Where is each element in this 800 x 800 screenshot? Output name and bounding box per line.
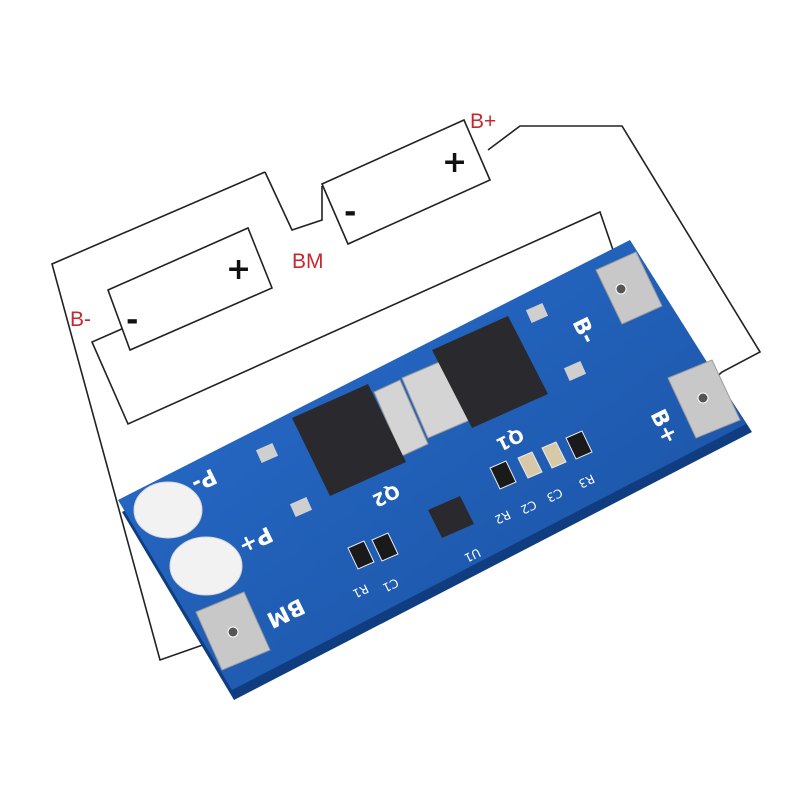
silk-u1: U1 [462,545,483,565]
silk-r1: R1 [350,581,371,601]
ic-u1 [428,496,474,538]
p-plus-pad [169,536,243,596]
label-bm: BM [292,250,324,273]
b-plus-pad [667,359,741,439]
wire-b-minus [90,210,625,426]
wire-bm [51,171,323,662]
pcb-board: P- P+ BM B- B+ Q1 Q2 U1 C1 R1 R2 C2 C3 R… [118,240,752,700]
mosfet-q1 [401,302,587,439]
b-minus-pad [595,251,663,325]
battery-cell-2-minus: - [344,195,356,230]
silk-c1: C1 [380,575,401,595]
label-b-minus: B- [70,308,91,331]
silk-r3: R3 [576,471,597,491]
silk-c2: C2 [518,497,539,517]
battery-cell-1-plus: + [226,252,251,287]
battery-cell-1-body [106,226,274,352]
silk-c3: C3 [544,485,565,505]
p-minus-pad [133,481,203,539]
mosfet-q2 [255,379,429,518]
pcb-substrate [118,240,746,690]
smd-components [347,430,593,570]
battery-cell-2-plus: + [442,145,467,180]
battery-cell-2: + - [320,118,492,246]
bm-pad [195,591,271,671]
label-b-plus: B+ [470,110,496,133]
battery-cell-1: + - [106,226,274,352]
battery-cell-2-body [320,118,492,246]
battery-cell-1-minus: - [126,303,138,338]
silk-r2: R2 [492,507,513,527]
